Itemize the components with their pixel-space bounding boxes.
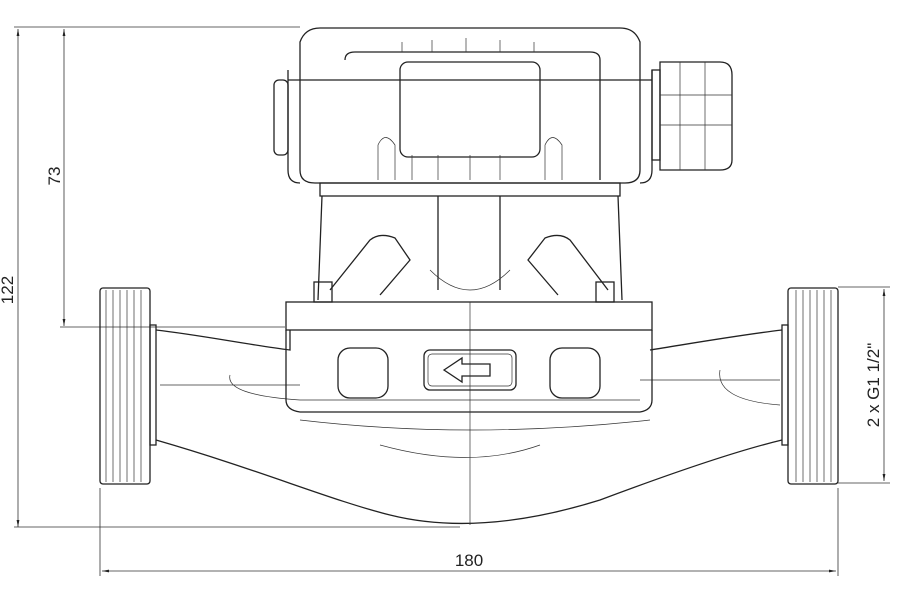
dimension-lines <box>14 26 890 576</box>
right-thread-connection <box>781 287 839 485</box>
dim-connections-label: 2 x G1 1/2" <box>864 343 883 427</box>
pump-housing <box>155 301 783 525</box>
motor-head <box>273 27 653 197</box>
dim-length-label: 180 <box>455 551 483 570</box>
dim-motor-height-label: 73 <box>45 167 64 186</box>
pump-neck <box>313 195 623 303</box>
left-thread-connection <box>99 287 157 485</box>
cable-gland <box>651 61 733 171</box>
flow-direction-arrow-icon <box>423 349 517 391</box>
dim-total-height-label: 122 <box>0 276 17 304</box>
